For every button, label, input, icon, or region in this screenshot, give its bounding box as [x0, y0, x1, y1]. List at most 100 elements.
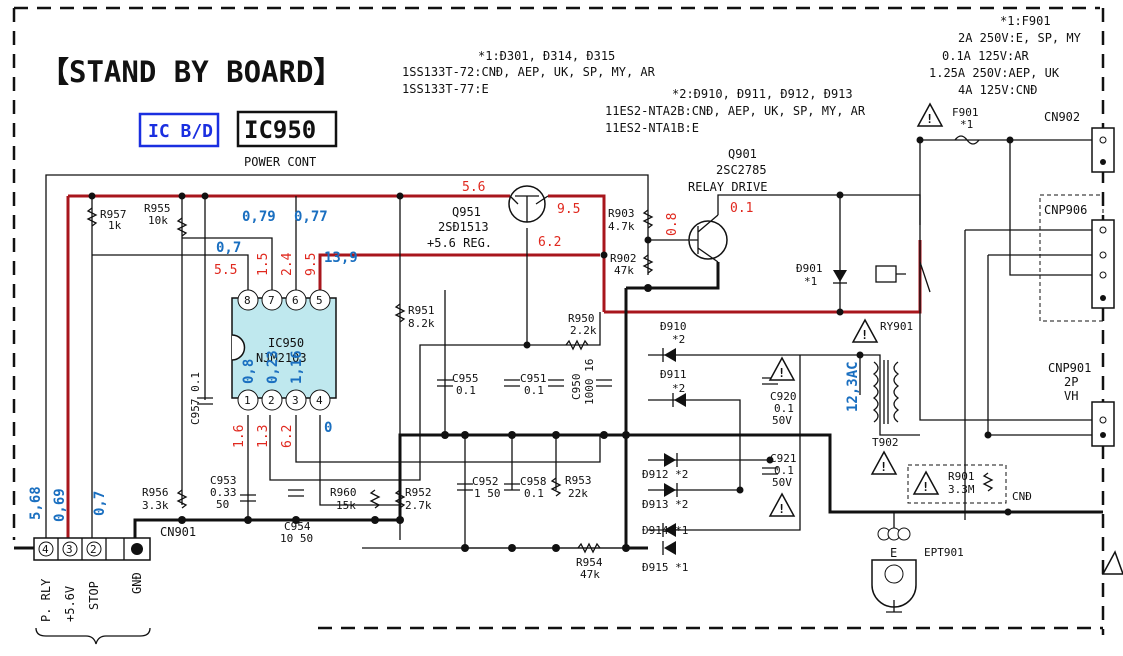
- ic-pin-1: 1: [244, 394, 251, 407]
- ic-pin-7: 7: [268, 294, 275, 307]
- junction-dots: [88, 136, 1014, 552]
- c921-value-2: 50V: [772, 476, 792, 489]
- r957-value: 1k: [108, 219, 122, 232]
- q901-ref: Q901: [728, 147, 757, 161]
- r902-value: 47k: [614, 264, 634, 277]
- r901-box: [907, 464, 1007, 504]
- cnp901-label: CNP901: [1048, 361, 1091, 375]
- svg-text:!: !: [778, 502, 785, 516]
- volt-blue-07-pin: 0,7: [92, 491, 108, 516]
- r953-label: R953: [565, 474, 592, 487]
- ac-voltage: 12,3AC: [845, 361, 861, 412]
- cnp906-body: [1091, 219, 1115, 309]
- note-f901-line4: 4A 125V:CNÐ: [958, 83, 1037, 97]
- c957-label: C957 0.1: [189, 372, 202, 425]
- d913-label: Ð913 *2: [642, 498, 688, 511]
- ic-bd-label: IC B/D: [148, 121, 213, 142]
- pin-brace: [35, 627, 151, 645]
- volt-pin7: 1.5: [256, 253, 271, 276]
- note-d301-title: *1:Ð301, Ð314, Ð315: [478, 49, 615, 63]
- note-d910-line2: 11ES2-NTA1B:E: [605, 121, 699, 135]
- c958-value: 0.1: [524, 487, 544, 500]
- ept901-symbol: [871, 527, 917, 613]
- cn901-label: CN901: [160, 525, 196, 539]
- c952-value: 1 50: [474, 487, 501, 500]
- q901-func: RELAY DRIVE: [688, 180, 767, 194]
- volt-pin8: 5.5: [214, 263, 237, 278]
- ic950-body-part: NJM2103: [256, 351, 307, 365]
- d901-label: Ð901: [796, 262, 823, 275]
- d901-note: *1: [804, 275, 817, 288]
- r902-label: R902: [610, 252, 637, 265]
- fuse-symbol: [954, 135, 980, 145]
- c955-value: 0.1: [456, 384, 476, 397]
- wire-cnp906: [964, 229, 1095, 520]
- volt-blue-0: 0: [324, 420, 332, 436]
- transformer-coil: [872, 360, 900, 424]
- c951-value: 0.1: [524, 384, 544, 397]
- r903-value: 4.7k: [608, 220, 635, 233]
- cnd-label: CNÐ: [1012, 490, 1032, 503]
- volt-blue-079: 0,79: [242, 209, 276, 225]
- cn901-pin-3: 3: [66, 543, 73, 556]
- d911-note: *2: [672, 382, 685, 395]
- f901-note: *1: [960, 118, 973, 131]
- wire-r955: [181, 196, 273, 505]
- q951-part: 2SÐ1513: [438, 220, 489, 234]
- c954-value: 10 50: [280, 532, 313, 545]
- ic-pin-5: 5: [316, 294, 323, 307]
- r952-value: 2.7k: [405, 499, 432, 512]
- ic-pin-2: 2: [268, 394, 275, 407]
- wire-q901: [647, 194, 921, 275]
- c921-label: C921: [770, 452, 797, 465]
- cnp901-sub1: 2P: [1064, 375, 1078, 389]
- volt-pin2: 1.3: [256, 425, 271, 448]
- r955-value: 10k: [148, 214, 168, 227]
- ic950-title: IC950: [244, 116, 316, 144]
- t902-label: T902: [872, 436, 899, 449]
- c953-value-1: 0.33: [210, 486, 237, 499]
- d911-label: Ð911: [660, 368, 687, 381]
- cn901-pin-4: 4: [42, 543, 49, 556]
- cn902-label: CN902: [1044, 110, 1080, 124]
- note-f901-line3: 1.25A 250V:AEP, UK: [929, 66, 1060, 80]
- svg-text:!: !: [861, 328, 868, 342]
- volt-pin1: 1.6: [232, 425, 247, 448]
- note-d910-title: *2:Ð910, Ð911, Ð912, Ð913: [672, 87, 853, 101]
- r955-label: R955: [144, 202, 171, 215]
- c950-value: 1000 16: [583, 359, 596, 405]
- volt-blue-139: 13,9: [324, 250, 358, 266]
- r960-value: 15k: [336, 499, 356, 512]
- ry901-label: RY901: [880, 320, 913, 333]
- svg-text:!: !: [926, 112, 933, 126]
- c951-label: C951: [520, 372, 547, 385]
- r950-value: 2.2k: [570, 324, 597, 337]
- cn901-pin-2: 2: [90, 543, 97, 556]
- r953-value: 22k: [568, 487, 588, 500]
- board-title: 【STAND BY BOARD】: [40, 55, 342, 89]
- note-f901-line2: 0.1A 125V:AR: [942, 49, 1029, 63]
- cnp906-label: CNP906: [1044, 203, 1087, 217]
- r956-value: 3.3k: [142, 499, 169, 512]
- d910-label: Ð910: [660, 320, 687, 333]
- c950-label: C950: [570, 374, 583, 401]
- pin-label-56v: +5.6V: [63, 586, 77, 622]
- q951-func: +5.6 REG.: [427, 236, 492, 250]
- volt-blue-07-top: 0,7: [216, 240, 241, 256]
- wire-r950: [527, 312, 601, 346]
- r952-label: R952: [405, 486, 432, 499]
- d912-label: Ð912 *2: [642, 468, 688, 481]
- volt-blue-116: 1,16: [289, 350, 305, 384]
- c920-value-2: 50V: [772, 414, 792, 427]
- rail-95v: [66, 194, 606, 540]
- ic-pin-4: 4: [316, 394, 323, 407]
- r960-label: R960: [330, 486, 357, 499]
- note-d301-line1: 1SS133T-72:CNÐ, AEP, UK, SP, MY, AR: [402, 65, 656, 79]
- c953-label: C953: [210, 474, 237, 487]
- note-f901-title: *1:F901: [1000, 14, 1051, 28]
- r954-label: R954: [576, 556, 603, 569]
- rail-red-to-relay: [604, 240, 922, 314]
- volt-blue-077: 0,77: [294, 209, 328, 225]
- d915-label: Ð915 *1: [642, 561, 688, 574]
- ept901-label: EPT901: [924, 546, 964, 559]
